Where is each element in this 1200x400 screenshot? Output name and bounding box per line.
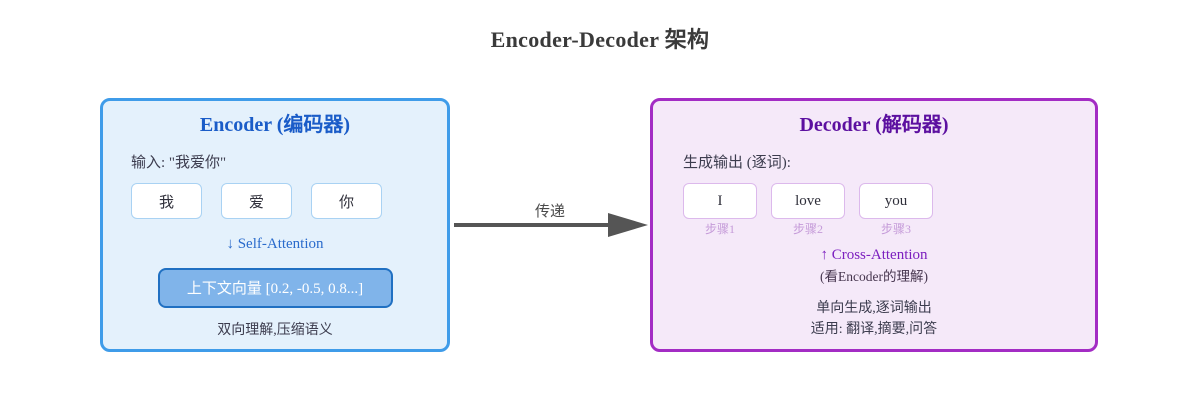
encoder-token-1: 我 <box>131 183 202 220</box>
diagram-title: Encoder-Decoder 架构 <box>490 27 710 52</box>
encoder-token-3: 你 <box>311 183 382 220</box>
encoder-note: 双向理解,压缩语义 <box>217 322 333 338</box>
decoder-title: Decoder (解码器) <box>799 114 949 136</box>
decoder-token-3: you <box>859 183 933 220</box>
encoder-token-2: 爱 <box>221 183 292 220</box>
decoder-step-label-3: 步骤3 <box>880 222 911 237</box>
cross-attention-note: (看Encoder的理解) <box>820 268 928 284</box>
decoder-note-usage: 适用: 翻译,摘要,问答 <box>810 322 938 338</box>
decoder-note-generation: 单向生成,逐词输出 <box>816 300 932 316</box>
decoder-output-label: 生成输出 (逐词): <box>683 155 791 171</box>
decoder-step-label-2: 步骤2 <box>792 222 823 237</box>
decoder-token-wrap-2: love 步骤2 <box>771 183 845 235</box>
decoder-panel: Decoder (解码器) 生成输出 (逐词): I 步骤1 love 步骤2 … <box>650 98 1098 352</box>
decoder-step-label-1: 步骤1 <box>704 222 735 237</box>
transfer-arrow-icon <box>454 213 648 237</box>
self-attention-label: ↓ Self-Attention <box>226 236 324 253</box>
context-vector-box: 上下文向量 [0.2, -0.5, 0.8...] <box>157 267 393 308</box>
transfer-arrow-label: 传递 <box>534 204 565 220</box>
encoder-title: Encoder (编码器) <box>199 114 351 136</box>
decoder-token-row: I 步骤1 love 步骤2 you 步骤3 <box>683 183 1095 235</box>
encoder-token-row: 我 爱 你 <box>131 183 447 220</box>
encoder-panel: Encoder (编码器) 输入: "我爱你" 我 爱 你 ↓ Self-Att… <box>100 98 450 352</box>
decoder-token-1: I <box>683 183 757 220</box>
encoder-input-label: 输入: "我爱你" <box>131 155 227 171</box>
cross-attention-label: ↑ Cross-Attention <box>820 247 928 264</box>
decoder-token-wrap-3: you 步骤3 <box>859 183 933 235</box>
decoder-token-2: love <box>771 183 845 220</box>
decoder-token-wrap-1: I 步骤1 <box>683 183 757 235</box>
